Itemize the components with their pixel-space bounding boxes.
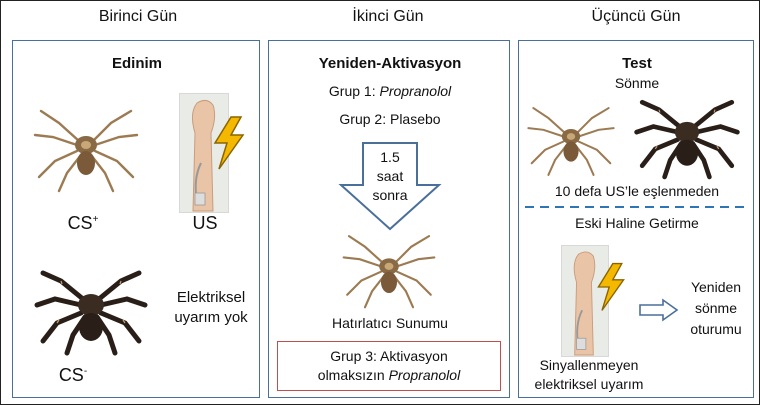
- group-3-box: Grup 3: Aktivasyon olmaksızın Propranolo…: [277, 341, 501, 391]
- pairing-label: 10 defa US’le eşlenmeden: [519, 183, 755, 199]
- right-arrow-icon: [639, 299, 679, 321]
- arrow-text-line-2: saat: [335, 168, 445, 184]
- group-2-label: Grup 2: Plasebo: [269, 111, 511, 127]
- unsignaled-line-2: elektriksel uyarım: [519, 376, 659, 392]
- day-label-2: İkinci Gün: [268, 8, 508, 26]
- dashed-divider: [519, 205, 755, 209]
- tarantula-image: [31, 259, 151, 355]
- day-label-1: Birinci Gün: [18, 8, 258, 26]
- panel-title: Yeniden-Aktivasyon: [269, 55, 511, 72]
- cs-plus-label: CS+: [53, 213, 113, 234]
- new-extinction-line-1: Yeniden: [677, 279, 755, 295]
- panel-title: Edinim: [13, 55, 261, 72]
- no-shock-line-1: Elektriksel: [161, 289, 261, 306]
- group-3-line-1: Grup 3: Aktivasyon: [278, 348, 500, 364]
- arrow-text-line-3: sonra: [335, 187, 445, 203]
- panel-test: Test Sönme 10 defa US’le eşlenmeden Eski…: [518, 40, 754, 398]
- reminder-label: Hatırlatıcı Sunumu: [269, 315, 511, 331]
- lightning-icon: [209, 117, 249, 169]
- panel-reactivation: Yeniden-Aktivasyon Grup 1: Propranolol G…: [268, 40, 510, 398]
- panel-title: Test: [519, 55, 755, 72]
- lightning-icon: [593, 263, 629, 311]
- group-1-label: Grup 1: Propranolol: [269, 83, 511, 99]
- wolf-spider-image: [31, 103, 141, 193]
- restore-label: Eski Haline Getirme: [519, 215, 755, 231]
- group-3-line-2: olmaksızın Propranolol: [278, 367, 500, 383]
- new-extinction-line-2: sönme: [677, 300, 755, 316]
- us-label: US: [175, 213, 235, 234]
- tarantula-image: [631, 89, 743, 179]
- arrow-text-line-1: 1.5: [335, 149, 445, 165]
- new-extinction-line-3: oturumu: [677, 321, 755, 337]
- panel-acquisition: Edinim CS+ US E: [12, 40, 260, 398]
- wolf-spider-image: [339, 229, 439, 309]
- day-label-3: Üçüncü Gün: [516, 8, 756, 26]
- cs-minus-label: CS-: [43, 365, 103, 386]
- no-shock-line-2: uyarım yok: [161, 309, 261, 326]
- unsignaled-line-1: Sinyallenmeyen: [519, 357, 659, 373]
- wolf-spider-image: [525, 101, 617, 177]
